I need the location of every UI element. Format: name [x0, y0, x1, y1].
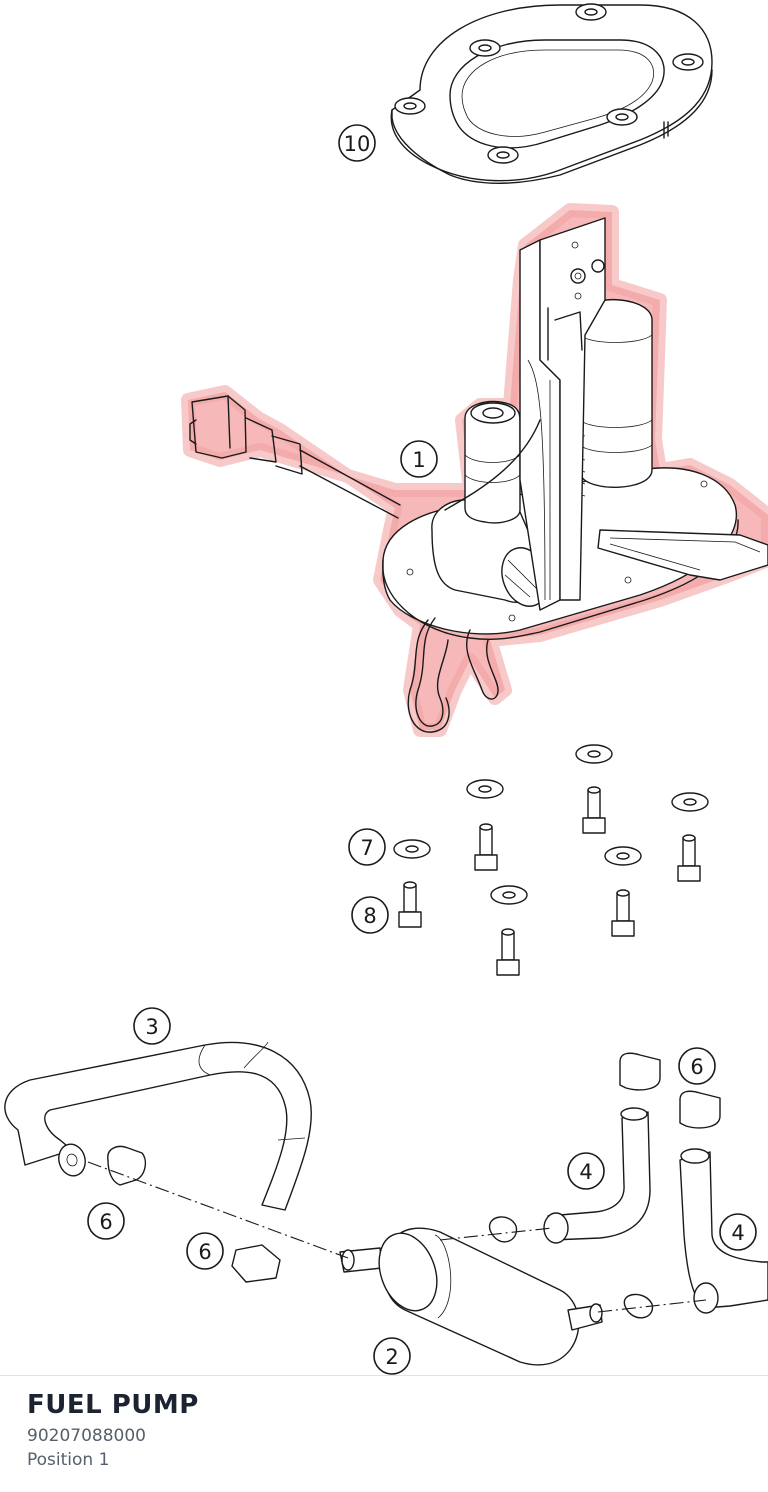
callout-6-clamp-center[interactable]: 6 [186, 1232, 224, 1270]
callout-1[interactable]: 1 [400, 440, 438, 478]
fuel-hose-part[interactable] [4, 1041, 312, 1211]
callout-10[interactable]: 10 [338, 124, 376, 162]
svg-text:3: 3 [145, 1015, 158, 1039]
svg-text:7: 7 [360, 836, 373, 860]
elbow-hoses-parts[interactable] [543, 1107, 768, 1314]
assembly-centerlines [87, 1161, 707, 1313]
callout-2[interactable]: 2 [373, 1337, 411, 1375]
callout-4-upper[interactable]: 4 [567, 1152, 605, 1190]
part-info-panel: FUEL PUMP 90207088000 Position 1 [0, 1375, 768, 1492]
svg-text:10: 10 [344, 132, 371, 156]
callout-6-clamp-left[interactable]: 6 [87, 1202, 125, 1240]
part-number: 90207088000 [27, 1426, 146, 1446]
hose-clamps-parts[interactable] [107, 1052, 721, 1319]
svg-text:6: 6 [690, 1055, 703, 1079]
flange-gasket-part[interactable] [390, 3, 713, 184]
callout-8[interactable]: 8 [351, 896, 389, 934]
svg-text:8: 8 [363, 904, 376, 928]
washers-and-bolts-parts[interactable] [393, 744, 709, 976]
svg-text:4: 4 [731, 1221, 744, 1245]
fuel-filter-part[interactable] [339, 1225, 603, 1366]
callout-7[interactable]: 7 [348, 828, 386, 866]
svg-text:2: 2 [385, 1345, 398, 1369]
svg-text:4: 4 [579, 1160, 592, 1184]
svg-text:6: 6 [99, 1210, 112, 1234]
callout-3[interactable]: 3 [133, 1007, 171, 1045]
svg-text:1: 1 [412, 448, 425, 472]
exploded-parts-diagram: 10 1 7 8 3 6 6 6 4 4 2 [4, 3, 768, 1375]
fuel-pump-assembly-part[interactable] [181, 203, 768, 737]
callout-4-lower[interactable]: 4 [719, 1213, 757, 1251]
part-name: FUEL PUMP [27, 1390, 199, 1420]
svg-text:6: 6 [198, 1240, 211, 1264]
part-position: Position 1 [27, 1450, 110, 1470]
callout-6-clamp-right[interactable]: 6 [678, 1047, 716, 1085]
